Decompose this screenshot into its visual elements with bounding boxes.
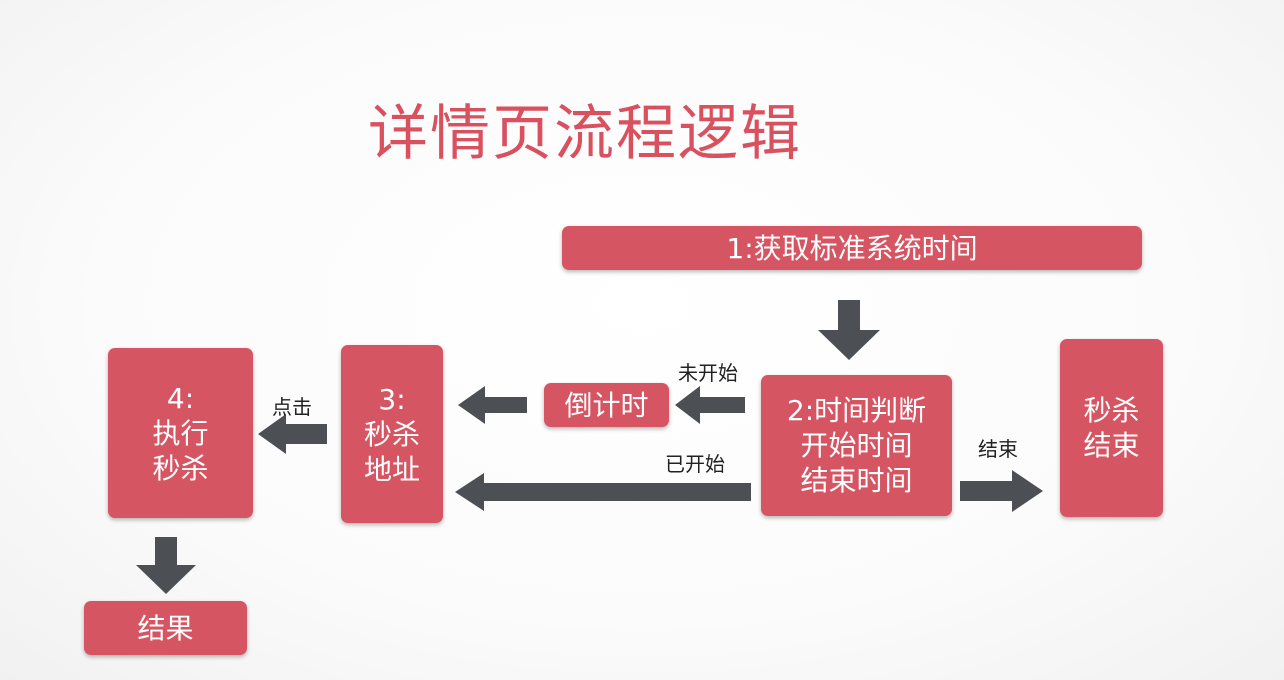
node-line: 结果 (137, 611, 194, 645)
node-line: 秒杀 (152, 451, 209, 485)
node-line: 4: (166, 381, 195, 415)
node-countdown: 倒计时 (544, 383, 669, 427)
node-seckill-address: 3: 秒杀 地址 (341, 345, 443, 523)
arrow-step1-to-step2 (818, 300, 880, 360)
node-seckill-end: 秒杀 结束 (1060, 339, 1163, 517)
edge-label-ended: 结束 (978, 437, 1018, 461)
node-get-system-time: 1:获取标准系统时间 (562, 226, 1142, 270)
node-line: 倒计时 (564, 388, 649, 422)
arrow-step2-to-end (960, 470, 1043, 512)
node-line: 结束 (1083, 429, 1140, 462)
edge-label-not-started: 未开始 (678, 361, 738, 385)
node-line: 执行 (152, 416, 209, 450)
node-line: 结束时间 (800, 464, 913, 497)
arrow-countdown-to-step3 (458, 386, 527, 424)
node-time-judge: 2:时间判断 开始时间 结束时间 (761, 375, 952, 516)
edge-label-started: 已开始 (665, 452, 725, 476)
node-line: 1:获取标准系统时间 (726, 231, 978, 265)
page-title: 详情页流程逻辑 (368, 99, 802, 169)
arrow-step2-to-countdown (675, 386, 745, 424)
node-line: 秒杀 (363, 417, 420, 451)
node-line: 开始时间 (800, 429, 913, 462)
arrow-step3-to-step4 (258, 414, 327, 454)
node-result: 结果 (84, 601, 247, 655)
node-line: 3: (378, 382, 406, 416)
node-line: 地址 (363, 452, 420, 486)
node-line: 秒杀 (1083, 394, 1140, 427)
edge-label-click: 点击 (272, 395, 312, 419)
node-execute-seckill: 4: 执行 秒杀 (108, 348, 253, 518)
arrow-step2-to-step3 (455, 473, 751, 511)
arrow-step4-to-result (136, 537, 196, 594)
node-line: 2:时间判断 (786, 394, 927, 427)
